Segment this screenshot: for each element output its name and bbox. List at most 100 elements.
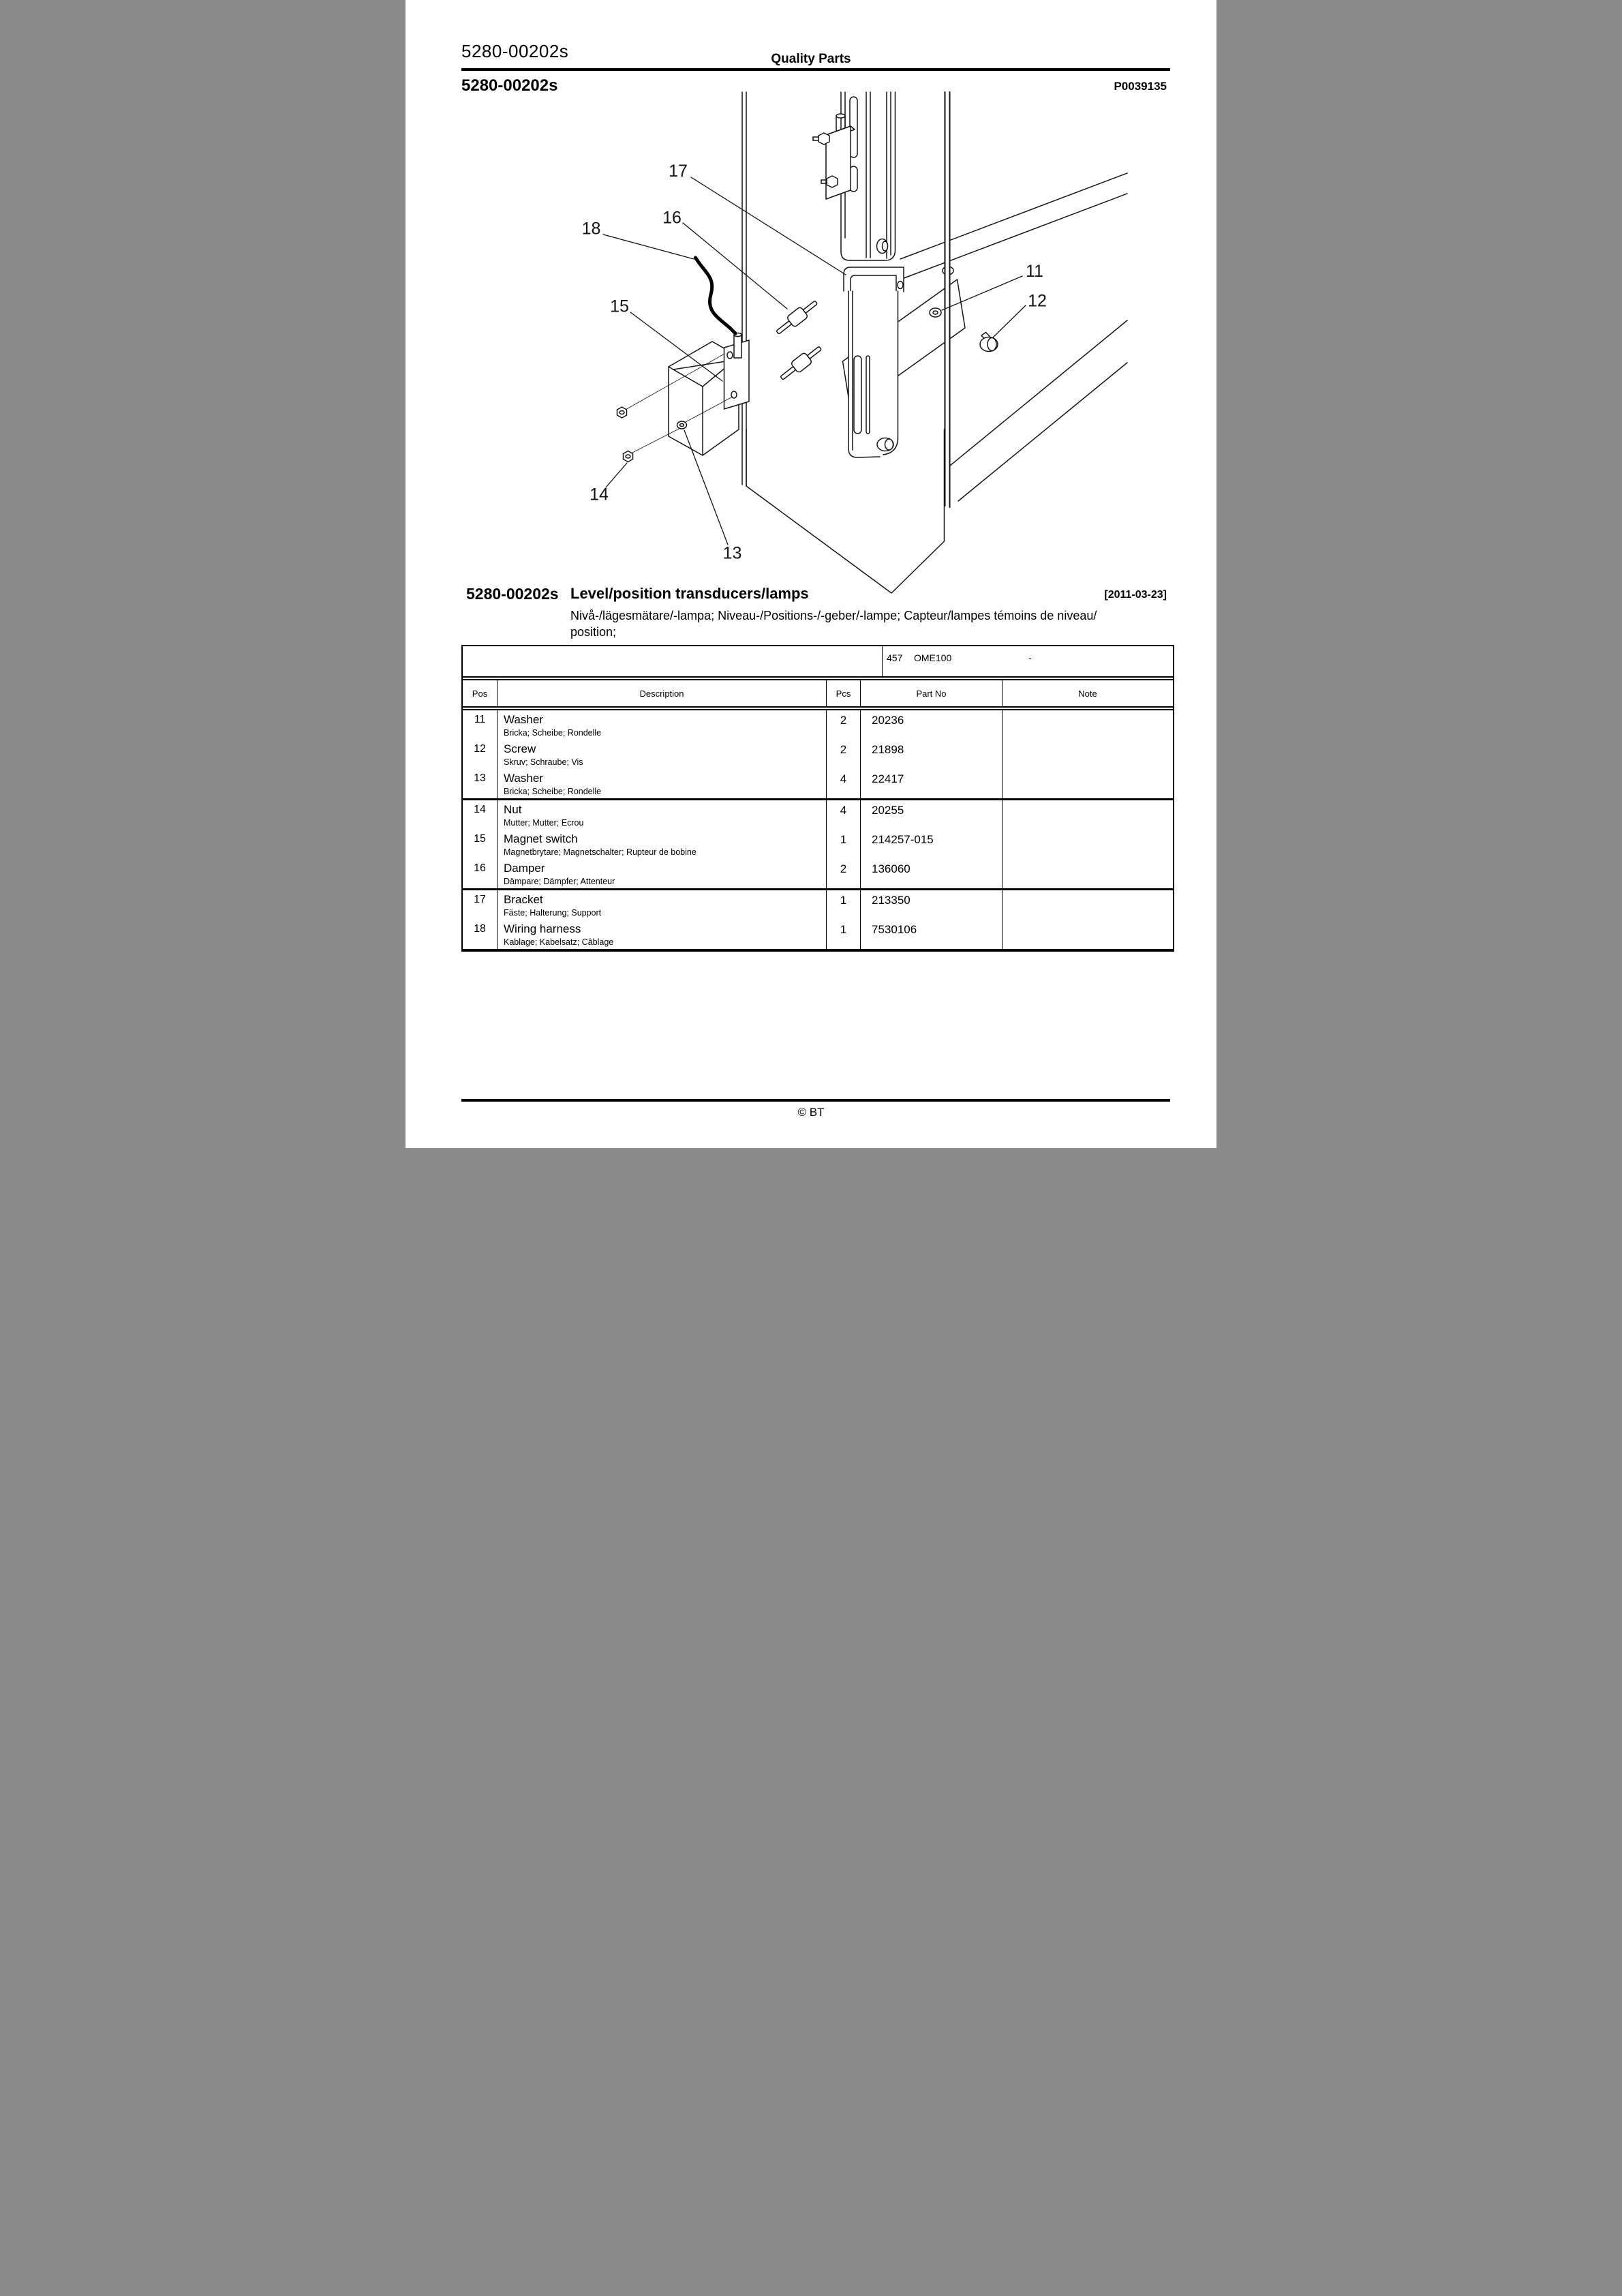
row-pos: 13 bbox=[474, 772, 486, 784]
section-subtitle-line1: Nivå-/lägesmätare/-lampa; Niveau-/Positi… bbox=[570, 609, 1097, 622]
part-name: Washer bbox=[504, 772, 543, 785]
part-name-translations: Dämpare; Dämpfer; Attenteur bbox=[504, 877, 615, 886]
magnet-switch-15 bbox=[723, 332, 750, 410]
row-note bbox=[1002, 800, 1173, 830]
row-description: Damper Dämpare; Dämpfer; Attenteur bbox=[497, 859, 826, 888]
row-note bbox=[1002, 769, 1173, 798]
footer-rule bbox=[461, 1099, 1170, 1102]
row-pcs: 2 bbox=[826, 740, 860, 769]
row-pos: 17 bbox=[474, 894, 486, 905]
row-description: Nut Mutter; Mutter; Ecrou bbox=[497, 800, 826, 830]
row-description: Bracket Fäste; Halterung; Support bbox=[497, 890, 826, 920]
row-note bbox=[1002, 740, 1173, 769]
nut-14-lower bbox=[622, 450, 634, 463]
callout-labels: 17 16 18 15 11 12 14 13 bbox=[582, 162, 1047, 563]
part-name: Damper bbox=[504, 862, 545, 875]
row-pcs: 1 bbox=[826, 920, 860, 949]
table-meta-model-cell: 457 OME100 - bbox=[883, 646, 1173, 676]
part-name: Wiring harness bbox=[504, 922, 581, 935]
table-meta-empty-cell bbox=[463, 646, 883, 676]
figure-reference: P0039135 bbox=[1114, 80, 1167, 93]
row-note bbox=[1002, 859, 1173, 888]
exploded-view-diagram: 17 16 18 15 11 12 14 13 bbox=[559, 85, 1138, 606]
carriage-rails bbox=[900, 172, 1128, 502]
col-header-note: Note bbox=[1002, 680, 1173, 706]
callout-12: 12 bbox=[1028, 292, 1047, 311]
row-description: Screw Skruv; Schraube; Vis bbox=[497, 740, 826, 769]
wiring-harness-18 bbox=[694, 256, 737, 335]
nut-14-upper bbox=[616, 406, 628, 419]
callout-18: 18 bbox=[582, 220, 601, 239]
part-name-translations: Bricka; Scheibe; Rondelle bbox=[504, 728, 602, 738]
header-rule bbox=[461, 68, 1170, 71]
part-name: Bracket bbox=[504, 893, 543, 906]
washer-11 bbox=[929, 307, 942, 318]
section-subtitle-line2: position; bbox=[570, 625, 617, 639]
section-date: [2011-03-23] bbox=[1104, 589, 1167, 601]
col-header-pcs: Pcs bbox=[826, 680, 860, 706]
diagram-svg: 17 16 18 15 11 12 14 13 bbox=[582, 91, 1128, 594]
section-subtitle: Nivå-/lägesmätare/-lampa; Niveau-/Positi… bbox=[570, 607, 1170, 640]
row-part-no: 136060 bbox=[860, 859, 1002, 888]
row-pos: 18 bbox=[474, 923, 486, 935]
row-part-no: 214257-015 bbox=[860, 830, 1002, 859]
table-row: 14 Nut Mutter; Mutter; Ecrou 4 20255 bbox=[463, 800, 1173, 830]
row-pos: 16 bbox=[474, 862, 486, 874]
washer-13 bbox=[676, 421, 688, 429]
col-header-description: Description bbox=[497, 680, 826, 706]
callout-leaders bbox=[602, 177, 1026, 545]
screw-12 bbox=[979, 331, 998, 352]
damper-16-upper bbox=[776, 301, 818, 335]
row-pcs: 1 bbox=[826, 830, 860, 859]
row-pos: 11 bbox=[474, 714, 486, 725]
parts-catalog-page: 5280-00202s Quality Parts 5280-00202s P0… bbox=[406, 0, 1216, 1148]
part-name: Screw bbox=[504, 742, 536, 755]
part-name-translations: Fäste; Halterung; Support bbox=[504, 908, 602, 918]
row-note bbox=[1002, 830, 1173, 859]
row-part-no: 20255 bbox=[860, 800, 1002, 830]
meta-model: OME100 bbox=[914, 652, 952, 663]
bracket-bolt-upper bbox=[812, 132, 830, 145]
section-doc-number: 5280-00202s bbox=[466, 585, 559, 603]
callout-14: 14 bbox=[590, 485, 609, 504]
parts-table: 457 OME100 - Pos Description Pcs Part No… bbox=[461, 645, 1174, 952]
row-pcs: 4 bbox=[826, 769, 860, 798]
right-mast bbox=[944, 91, 951, 508]
part-name: Nut bbox=[504, 803, 522, 816]
row-pos: 12 bbox=[474, 743, 486, 755]
row-description: Magnet switch Magnetbrytare; Magnetschal… bbox=[497, 830, 826, 859]
part-name-translations: Mutter; Mutter; Ecrou bbox=[504, 818, 584, 828]
table-header-row: Pos Description Pcs Part No Note bbox=[463, 680, 1173, 710]
row-part-no: 213350 bbox=[860, 890, 1002, 920]
part-name-translations: Bricka; Scheibe; Rondelle bbox=[504, 787, 602, 796]
callout-11: 11 bbox=[1026, 262, 1043, 281]
row-part-no: 20236 bbox=[860, 710, 1002, 740]
row-part-no: 22417 bbox=[860, 769, 1002, 798]
row-pcs: 2 bbox=[826, 859, 860, 888]
row-note bbox=[1002, 710, 1173, 740]
table-row: 16 Damper Dämpare; Dämpfer; Attenteur 2 … bbox=[463, 859, 1173, 890]
row-note bbox=[1002, 890, 1173, 920]
part-name: Washer bbox=[504, 713, 543, 726]
row-part-no: 21898 bbox=[860, 740, 1002, 769]
callout-17: 17 bbox=[669, 162, 688, 181]
meta-dash: - bbox=[1028, 652, 1032, 663]
row-part-no: 7530106 bbox=[860, 920, 1002, 949]
part-name-translations: Kablage; Kabelsatz; Câblage bbox=[504, 937, 614, 947]
section-title: Level/position transducers/lamps bbox=[570, 585, 809, 602]
center-mast-inner bbox=[848, 290, 899, 458]
part-name-translations: Magnetbrytare; Magnetschalter; Rupteur d… bbox=[504, 847, 697, 857]
table-row: 18 Wiring harness Kablage; Kabelsatz; Câ… bbox=[463, 920, 1173, 949]
damper-16-lower bbox=[780, 346, 822, 380]
col-header-pos: Pos bbox=[472, 688, 488, 699]
row-description: Washer Bricka; Scheibe; Rondelle bbox=[497, 769, 826, 798]
row-note bbox=[1002, 920, 1173, 949]
col-header-part-no: Part No bbox=[860, 680, 1002, 706]
part-name-translations: Skruv; Schraube; Vis bbox=[504, 757, 583, 767]
lower-panel bbox=[746, 429, 945, 594]
bracket-bolt-lower bbox=[821, 175, 838, 188]
inner-mast-bolt bbox=[876, 437, 894, 452]
footer-copyright: © BT bbox=[797, 1106, 825, 1119]
row-pcs: 1 bbox=[826, 890, 860, 920]
row-pos: 15 bbox=[474, 833, 486, 845]
